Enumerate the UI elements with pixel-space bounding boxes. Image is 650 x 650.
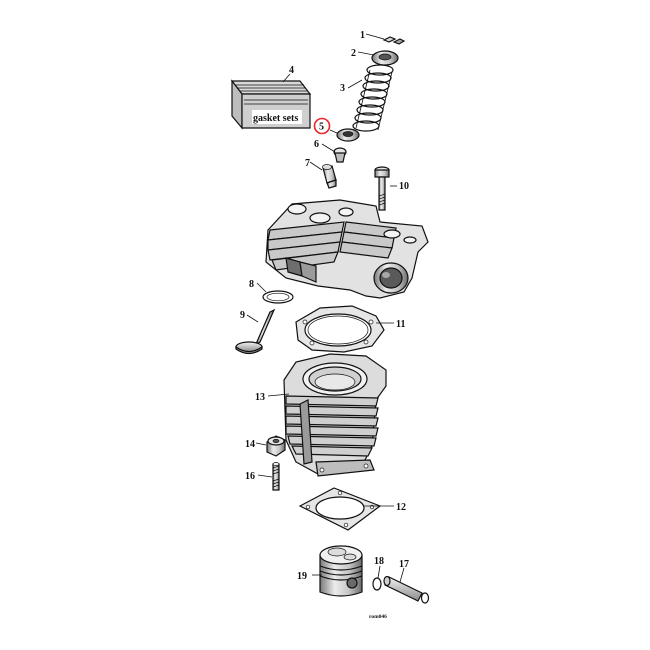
callout-2: 2 [351,48,356,59]
part-valve-seat-ring [262,290,294,304]
callout-13: 13 [255,392,265,403]
gasket-sets-label: gasket sets [253,113,298,124]
part-valve [235,308,276,355]
part-valve-springs [352,64,394,132]
callout-7: 7 [305,158,310,169]
callout-labels: 1 2 3 4 5 6 7 8 9 10 11 12 13 14 16 17 1… [240,30,409,582]
part-stud [272,462,280,491]
callout-6: 6 [314,139,319,150]
callout-1: 1 [360,30,365,41]
callout-5-highlight-ring [313,117,331,135]
drawing-code: rom046 [369,614,387,620]
part-piston-pin [383,575,430,604]
callout-3: 3 [340,83,345,94]
leader-lines [246,33,405,583]
callout-12: 12 [396,502,406,513]
callout-10: 10 [399,181,409,192]
part-valve-guide [322,164,337,189]
part-circlip [372,577,382,591]
part-base-gasket [298,487,382,531]
part-spring-collar [371,50,399,66]
part-gasket-set-box: gasket sets [230,79,312,130]
part-cylinder [283,353,387,477]
part-head-gasket [295,305,385,353]
callout-18: 18 [374,556,384,567]
part-nut [266,435,286,457]
callout-19: 19 [297,571,307,582]
part-piston [319,545,363,597]
callout-14: 14 [245,439,255,450]
part-head-bolt [374,166,390,211]
part-valve-seal [333,147,347,163]
part-cylinder-head [265,199,429,299]
callout-8: 8 [249,279,254,290]
part-valve-keepers [382,36,406,45]
callout-9: 9 [240,310,245,321]
callout-17: 17 [399,559,409,570]
callout-16: 16 [245,471,255,482]
callout-4: 4 [289,65,294,76]
callout-11: 11 [396,319,405,330]
part-spring-seat [336,128,360,142]
callout-5: 5 [319,122,324,133]
